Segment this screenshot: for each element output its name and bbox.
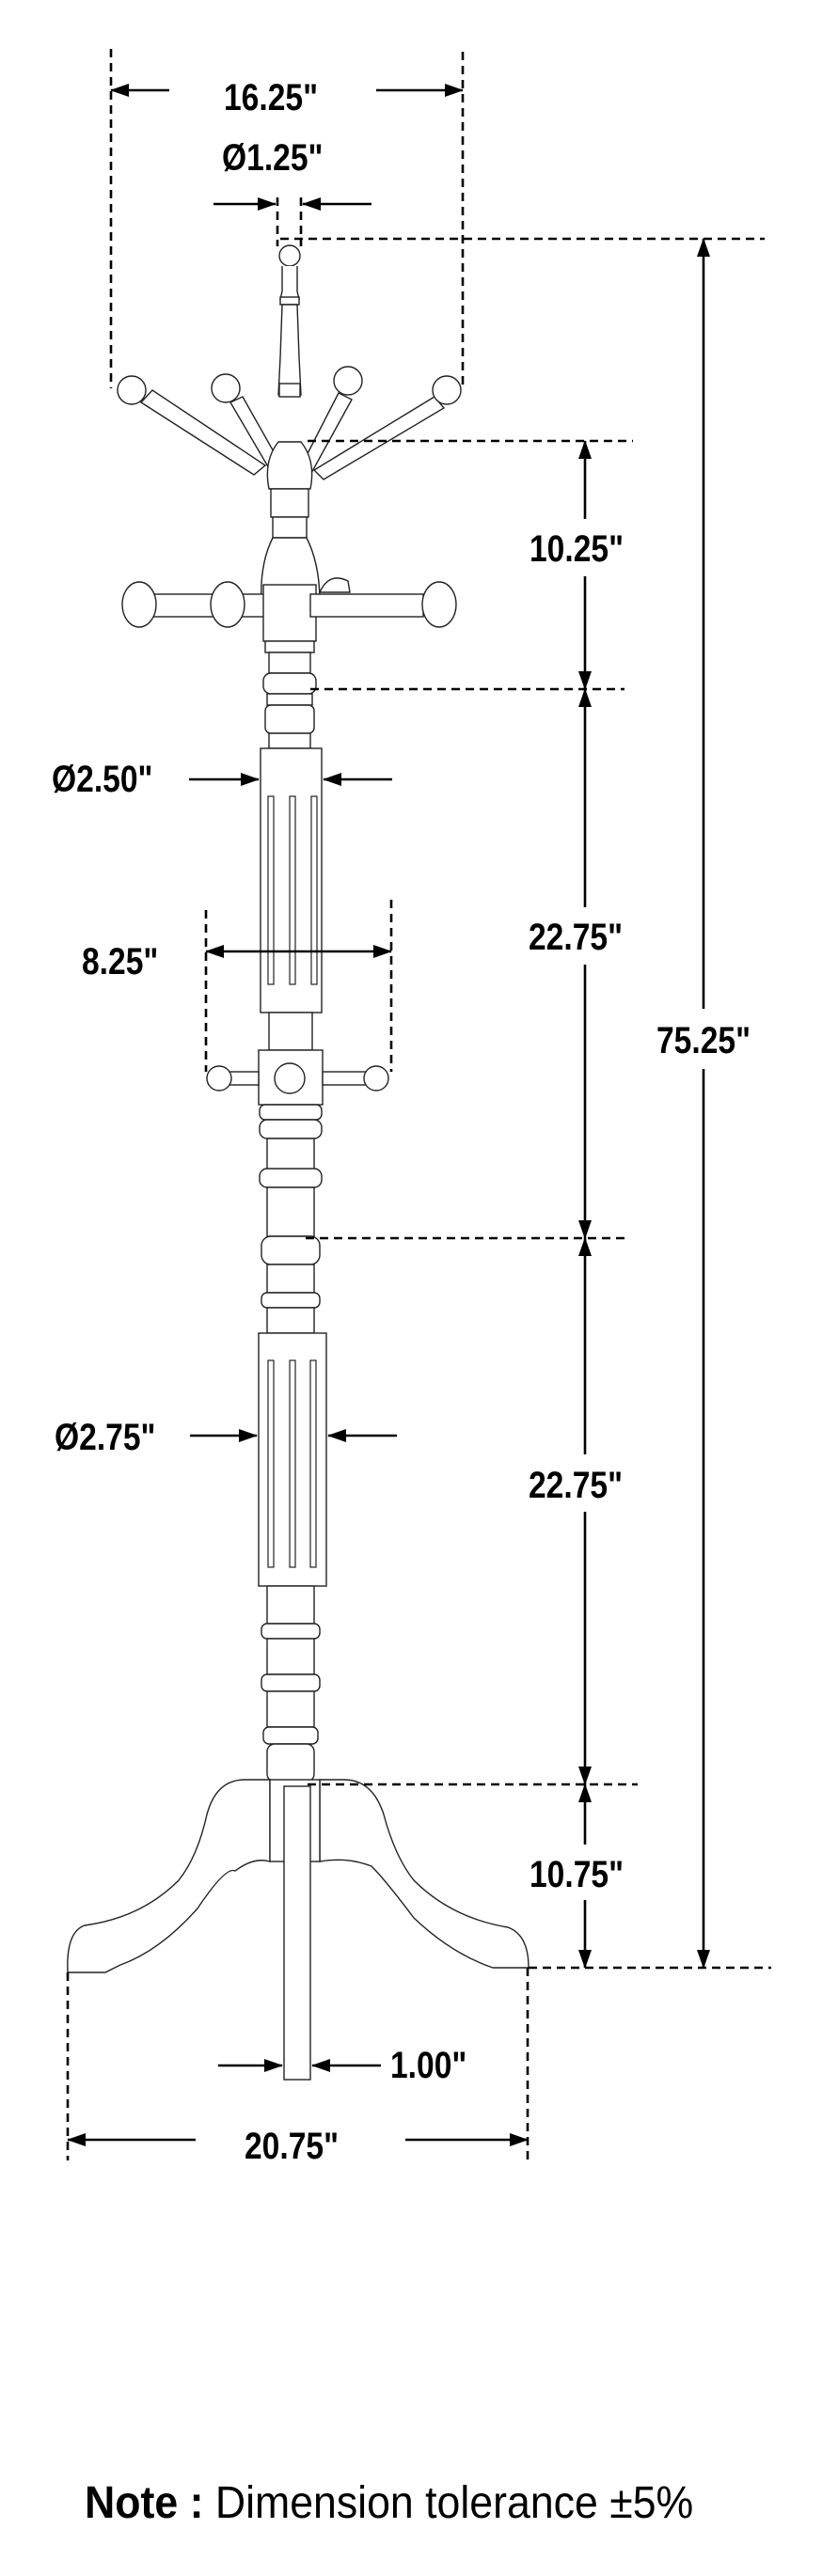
dim-base-width: [66, 1968, 530, 2160]
dimension-lines: [66, 49, 771, 2160]
middle-turnings: [259, 1104, 323, 1334]
dim-middle-hook-width: [204, 900, 393, 1072]
label-lower-pole-height: 22.75": [529, 1465, 624, 1506]
finial: [277, 244, 302, 398]
lower-fluted-pole: [258, 1332, 327, 1587]
lower-hooks: [121, 577, 457, 642]
label-lower-pole-diameter: Ø2.75": [55, 1417, 156, 1458]
dim-finial-diameter: [213, 197, 371, 246]
note-text: Dimension tolerance ±5%: [203, 2478, 694, 2528]
label-upper-pole-diameter: Ø2.50": [52, 759, 153, 800]
hub: [261, 441, 321, 603]
note-label: Note :: [85, 2478, 204, 2528]
dim-top-width: [109, 49, 465, 388]
tolerance-note: Note : Dimension tolerance ±5%: [85, 2481, 693, 2526]
label-upper-pole-height: 22.75": [529, 917, 624, 958]
label-base-height: 10.75": [530, 1854, 624, 1895]
label-top-width: 16.25": [224, 77, 319, 118]
label-hook-section-height: 10.25": [530, 528, 624, 570]
middle-hooks: [206, 1012, 389, 1106]
label-overall-height: 75.25": [656, 1020, 751, 1061]
label-middle-hook-width: 8.25": [82, 941, 159, 982]
label-leg-thickness: 1.00": [390, 2045, 467, 2086]
lower-turnings: [261, 1585, 321, 1783]
upper-hooks: [117, 366, 462, 480]
upper-turnings: [262, 640, 317, 749]
tripod-base: [67, 1779, 530, 2081]
label-base-width: 20.75": [245, 2126, 340, 2167]
label-finial-diameter: Ø1.25": [222, 137, 324, 179]
coat-rack-illustration: [67, 244, 530, 2081]
upper-fluted-pole: [260, 747, 323, 1013]
